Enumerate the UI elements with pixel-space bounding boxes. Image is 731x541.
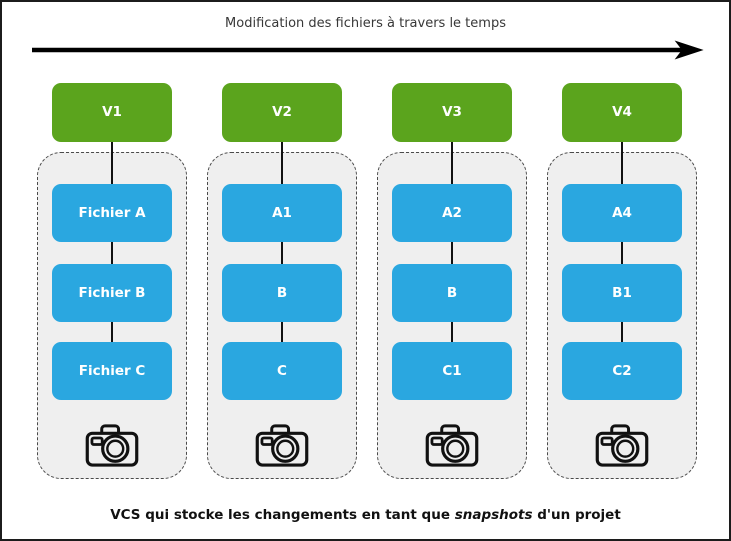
connector-line: [451, 322, 453, 342]
file-box: Fichier B: [52, 264, 172, 322]
file-box: A4: [562, 184, 682, 242]
file-box: B: [392, 264, 512, 322]
timeline-arrow: [32, 40, 704, 60]
version-box: V3: [392, 83, 512, 142]
connector-line: [451, 142, 453, 184]
connector-line: [111, 142, 113, 184]
file-box: A1: [222, 184, 342, 242]
caption-italic-word: snapshots: [454, 507, 533, 523]
file-box: C: [222, 342, 342, 400]
camera-icon: [595, 424, 649, 467]
connector-line: [281, 242, 283, 264]
version-box: V4: [562, 83, 682, 142]
connector-line: [621, 322, 623, 342]
file-box: Fichier A: [52, 184, 172, 242]
diagram-title: Modification des fichiers à travers le t…: [225, 16, 506, 31]
connector-line: [621, 242, 623, 264]
connector-line: [111, 242, 113, 264]
camera-icon: [255, 424, 309, 467]
file-box: B: [222, 264, 342, 322]
version-column-v4: V4 A4 B1 C2: [547, 83, 697, 479]
connector-line: [281, 142, 283, 184]
file-box: C1: [392, 342, 512, 400]
connector-line: [111, 322, 113, 342]
camera-icon: [85, 424, 139, 467]
version-column-v1: V1 Fichier A Fichier B Fichier C: [37, 83, 187, 479]
diagram-caption: VCS qui stocke les changements en tant q…: [2, 507, 729, 523]
file-box: A2: [392, 184, 512, 242]
caption-suffix: d'un projet: [532, 507, 621, 523]
connector-line: [451, 242, 453, 264]
file-box: B1: [562, 264, 682, 322]
file-box: C2: [562, 342, 682, 400]
version-column-v2: V2 A1 B C: [207, 83, 357, 479]
connector-line: [621, 142, 623, 184]
connector-line: [281, 322, 283, 342]
version-box: V1: [52, 83, 172, 142]
file-box: Fichier C: [52, 342, 172, 400]
caption-prefix: VCS qui stocke les changements en tant q…: [110, 507, 455, 523]
camera-icon: [425, 424, 479, 467]
version-box: V2: [222, 83, 342, 142]
version-column-v3: V3 A2 B C1: [377, 83, 527, 479]
